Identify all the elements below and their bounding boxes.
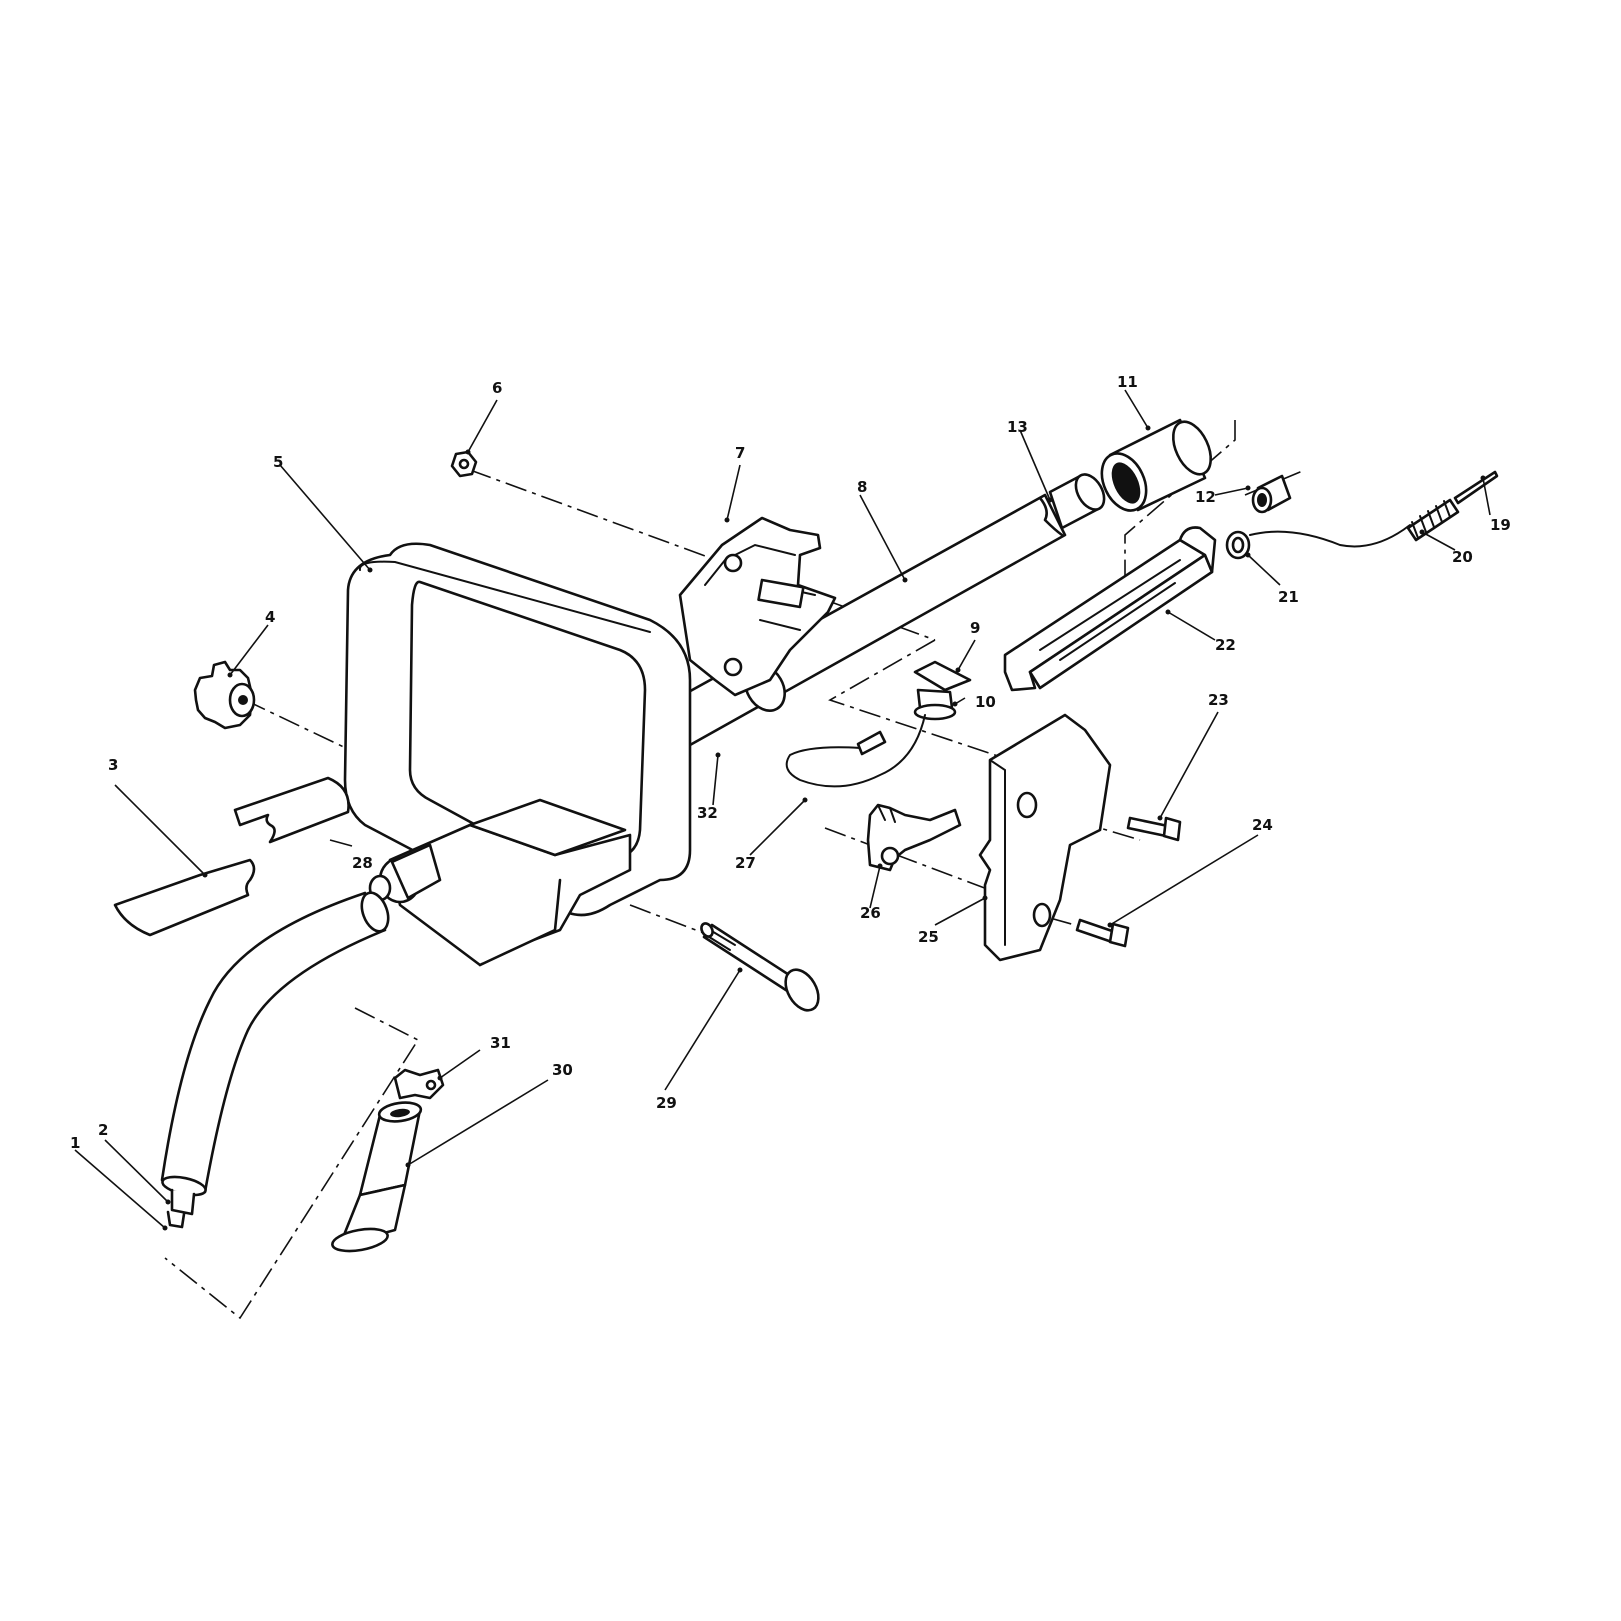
part-30-sleeve [331,1101,423,1253]
part-27-wire [785,714,926,788]
part-19-20-spring [1249,470,1499,548]
part-26-trigger [866,803,962,872]
callout-12: 12 [1195,488,1216,506]
callout-22: 22 [1215,636,1236,654]
callout-31: 31 [490,1034,511,1052]
callout-1: 1 [70,1134,80,1152]
part-22-channel [1003,526,1217,692]
callout-26: 26 [860,904,881,922]
callout-24: 24 [1252,816,1273,834]
callout-32: 32 [697,804,718,822]
callout-7: 7 [735,444,745,462]
callout-6: 6 [492,379,502,397]
callout-labels: 1 2 3 4 5 6 7 8 9 10 11 12 13 19 20 21 2… [70,373,1511,1152]
callout-25: 25 [918,928,939,946]
part-9-10-switch [913,660,972,721]
part-29-bolt [700,922,820,1012]
callout-10: 10 [975,693,996,711]
assembly-lines [164,420,1306,1320]
part-11-tube-sleeve [1100,418,1213,512]
leader-dots [162,425,1486,1231]
part-12-bushing [1251,474,1292,514]
callout-4: 4 [265,608,275,626]
callout-27: 27 [735,854,756,872]
leader-lines [74,389,1491,1229]
callout-9: 9 [970,619,980,637]
part-1-2-curved-tube [160,891,390,1229]
callout-2: 2 [98,1121,108,1139]
callout-11: 11 [1117,373,1138,391]
part-handle-block [368,798,632,967]
callout-20: 20 [1452,548,1473,566]
callout-3: 3 [108,756,118,774]
part-6-nut [450,450,478,478]
part-23-24-screws [1075,816,1182,948]
callout-29: 29 [656,1094,677,1112]
callout-23: 23 [1208,691,1229,709]
part-3-28-shields [113,776,350,937]
callout-8: 8 [857,478,867,496]
callout-19: 19 [1490,516,1511,534]
part-21-washer [1225,530,1251,560]
part-7-housing [678,516,837,697]
callout-28: 28 [352,854,373,872]
callout-21: 21 [1278,588,1299,606]
callout-30: 30 [552,1061,573,1079]
part-25-cover [978,713,1112,962]
callout-13: 13 [1007,418,1028,436]
part-4-knob [193,660,256,730]
callout-5: 5 [273,453,283,471]
part-31-clip [393,1068,445,1100]
